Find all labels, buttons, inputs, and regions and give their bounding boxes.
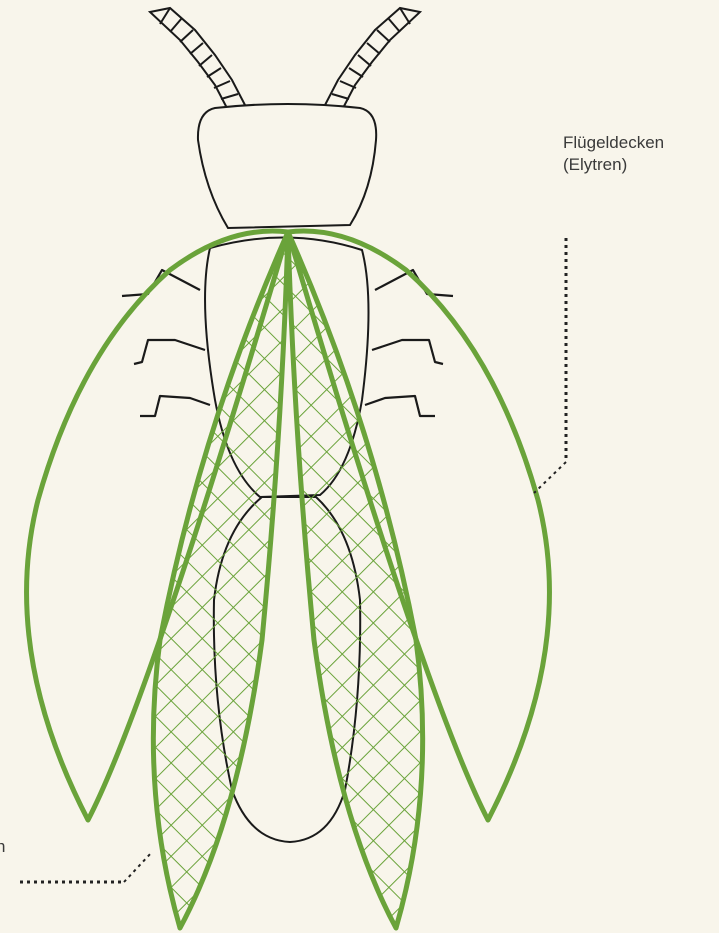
leader-wings bbox=[20, 852, 152, 882]
label-elytra-line2: (Elytren) bbox=[563, 154, 664, 176]
leader-elytra bbox=[534, 238, 566, 493]
leg-left-middle bbox=[134, 340, 205, 364]
antenna-left bbox=[150, 8, 245, 110]
leg-left-front bbox=[122, 270, 200, 296]
head bbox=[198, 104, 376, 228]
leg-right-hind bbox=[365, 396, 435, 416]
leg-right-middle bbox=[372, 340, 443, 364]
leg-right-front bbox=[375, 270, 453, 296]
label-elytra: Flügeldecken (Elytren) bbox=[563, 132, 664, 176]
leg-left-hind bbox=[140, 396, 210, 416]
label-wings-fragment: n bbox=[0, 836, 5, 858]
label-elytra-line1: Flügeldecken bbox=[563, 132, 664, 154]
antenna-right bbox=[325, 8, 420, 110]
